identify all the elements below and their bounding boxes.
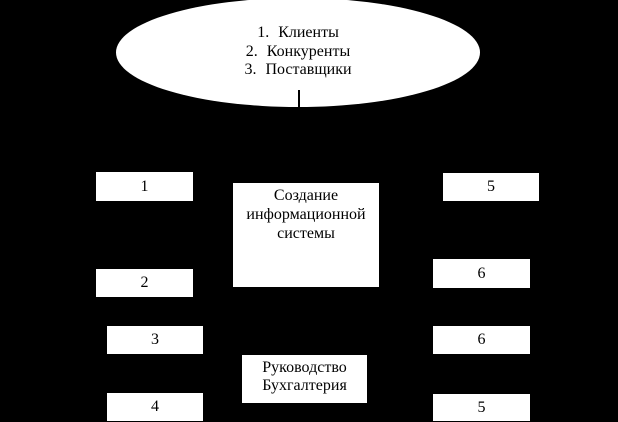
list-item-number: 3. xyxy=(244,61,257,78)
list-item-label: Поставщики xyxy=(265,61,352,78)
list-item-number: 1. xyxy=(257,24,270,41)
ellipse-list-item-competitors: 2. Конкуренты xyxy=(116,43,480,62)
numbered-box-left-4: 4 xyxy=(107,393,203,421)
ellipse-list-item-suppliers: 3. Поставщики xyxy=(116,61,480,80)
box-label: 6 xyxy=(477,264,486,282)
box-label: 4 xyxy=(151,398,159,415)
list-item-number: 2. xyxy=(245,42,258,60)
information-system-box-line: информационной xyxy=(246,205,366,223)
environment-ellipse: 1. Клиенты 2. Конкуренты 3. Поставщики xyxy=(116,0,480,107)
ellipse-list-item-clients: 1. Клиенты xyxy=(116,24,480,43)
box-label: 5 xyxy=(487,178,495,195)
numbered-box-left-3: 3 xyxy=(107,326,203,354)
management-accounting-box: Руководство Бухгалтерия xyxy=(242,355,367,403)
numbered-box-right-6-lower: 6 xyxy=(433,326,530,354)
numbered-box-right-5-bottom: 5 xyxy=(433,394,530,421)
information-system-box-line: Создание xyxy=(273,187,339,204)
list-item-label: Конкуренты xyxy=(266,42,351,60)
numbered-box-right-6-upper: 6 xyxy=(433,259,530,288)
box-label: 1 xyxy=(140,177,149,195)
numbered-box-left-2: 2 xyxy=(96,269,193,297)
box-label: 3 xyxy=(151,331,159,348)
numbered-box-right-5-top: 5 xyxy=(443,173,539,201)
box-label: 5 xyxy=(477,398,486,416)
connector-line xyxy=(298,90,300,107)
list-item-label: Клиенты xyxy=(278,24,339,41)
management-accounting-box-line: Бухгалтерия xyxy=(262,377,347,395)
numbered-box-left-1: 1 xyxy=(96,172,193,201)
management-accounting-box-line: Руководство xyxy=(262,359,347,376)
information-system-box: Создание информационной системы xyxy=(233,183,379,287)
box-label: 2 xyxy=(140,274,149,291)
box-label: 6 xyxy=(477,331,486,348)
information-system-box-line: системы xyxy=(277,224,335,242)
